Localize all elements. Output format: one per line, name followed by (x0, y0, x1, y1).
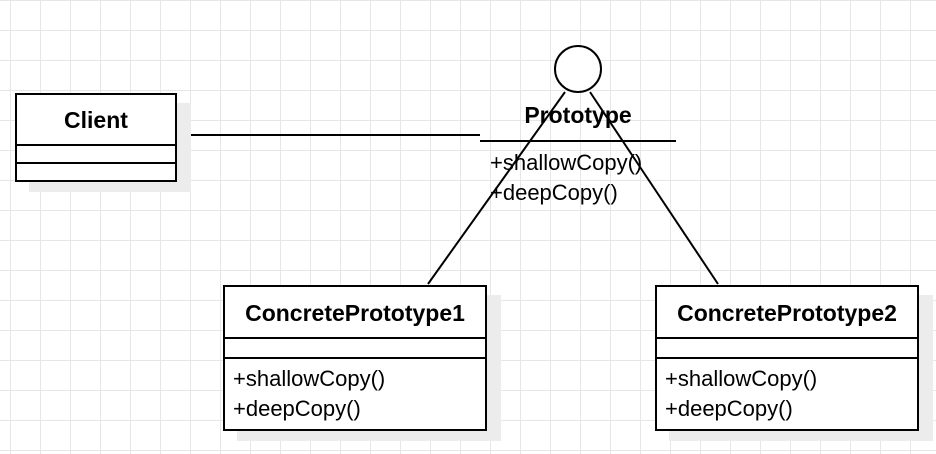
prototype-operation: +deepCopy() (490, 180, 618, 205)
concrete-prototype1-class-name: ConcretePrototype1 (225, 287, 485, 339)
concrete-prototype1-attributes-compartment (225, 339, 485, 359)
realization-line-concrete2 (589, 91, 719, 285)
prototype-interface-name[interactable]: Prototype (524, 102, 632, 128)
client-class-name: Client (17, 95, 175, 146)
concrete-prototype2-class-name: ConcretePrototype2 (657, 287, 917, 339)
concrete-prototype2-operation: +deepCopy() (665, 396, 793, 421)
concrete-prototype2-class-box[interactable]: ConcretePrototype2 +shallowCopy() +deepC… (655, 285, 919, 431)
concrete-prototype1-operations-compartment: +shallowCopy() +deepCopy() (225, 359, 485, 424)
realization-line-concrete1 (427, 91, 566, 285)
concrete-prototype2-operation: +shallowCopy() (665, 366, 818, 391)
client-class-box[interactable]: Client (15, 93, 177, 182)
concrete-prototype1-class-box[interactable]: ConcretePrototype1 +shallowCopy() +deepC… (223, 285, 487, 431)
prototype-operation: +shallowCopy() (490, 150, 643, 175)
concrete-prototype1-operation: +shallowCopy() (233, 366, 386, 391)
client-attributes-compartment (17, 146, 175, 164)
prototype-interface-lollipop-icon (554, 45, 602, 93)
prototype-operations: +shallowCopy() +deepCopy() (490, 148, 642, 208)
concrete-prototype1-operation: +deepCopy() (233, 396, 361, 421)
concrete-prototype2-operations-compartment: +shallowCopy() +deepCopy() (657, 359, 917, 424)
concrete-prototype2-attributes-compartment (657, 339, 917, 359)
